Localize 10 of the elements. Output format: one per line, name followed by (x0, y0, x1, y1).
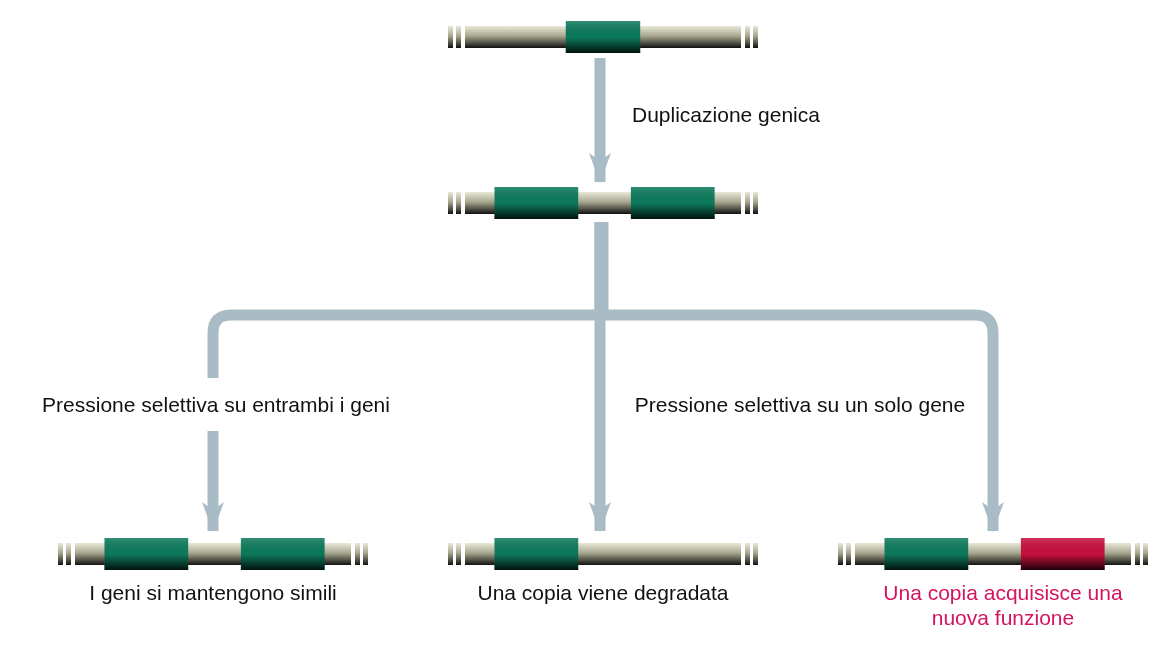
arrow (589, 222, 611, 532)
gene-caption: I geni si mantengono simili (88, 580, 338, 606)
chromosome-drawing (838, 537, 1148, 571)
chromosome-drawing (448, 186, 758, 220)
chromosome-drawing (448, 537, 758, 571)
gene-caption: Una copia viene degradata (476, 580, 730, 606)
arrow (589, 58, 611, 183)
chromosome-drawing (448, 20, 758, 54)
gene-caption: Una copia acquisisce una nuova funzione (882, 580, 1124, 631)
chromosome-drawing (58, 537, 368, 571)
